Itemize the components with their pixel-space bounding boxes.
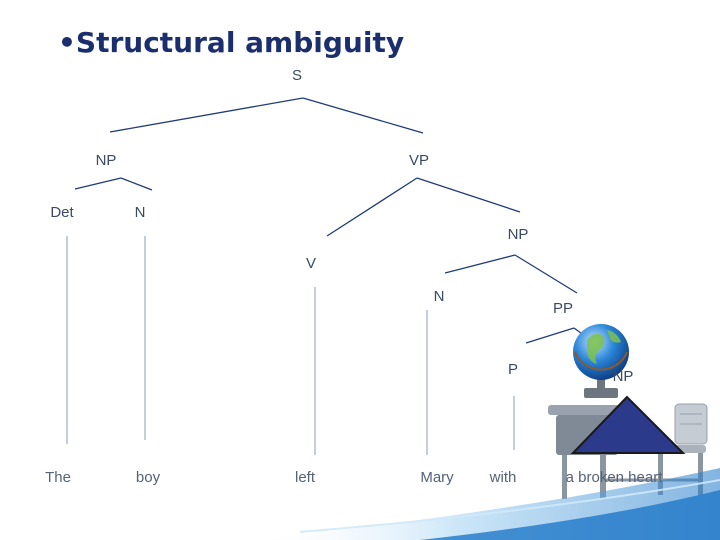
word-left: left <box>294 469 316 486</box>
node-n-object: N <box>433 288 445 305</box>
title-bullet: • <box>58 26 76 59</box>
word-with: with <box>489 469 517 486</box>
node-n-subject: N <box>134 204 146 221</box>
tree-branches <box>74 97 619 361</box>
node-pp: PP <box>552 300 574 317</box>
node-np-pp: NP <box>612 368 634 385</box>
node-s: S <box>291 67 303 84</box>
title-text: Structural ambiguity <box>75 26 405 59</box>
node-v: V <box>305 255 317 272</box>
word-a-broken-heart: a broken heart <box>565 469 663 486</box>
node-np-subject: NP <box>95 152 117 169</box>
node-np-object: NP <box>507 226 529 243</box>
bottom-swoosh <box>250 468 720 540</box>
node-vp: VP <box>408 152 430 169</box>
tree-leaf-lines <box>66 236 515 455</box>
word-boy: boy <box>135 469 161 486</box>
word-mary: Mary <box>420 469 454 486</box>
node-det: Det <box>50 204 74 221</box>
globe-icon <box>573 324 629 398</box>
slide-title: •Structural ambiguity <box>58 26 404 59</box>
np-triangle <box>570 395 686 454</box>
node-p: P <box>507 361 519 378</box>
word-the: The <box>45 469 71 486</box>
